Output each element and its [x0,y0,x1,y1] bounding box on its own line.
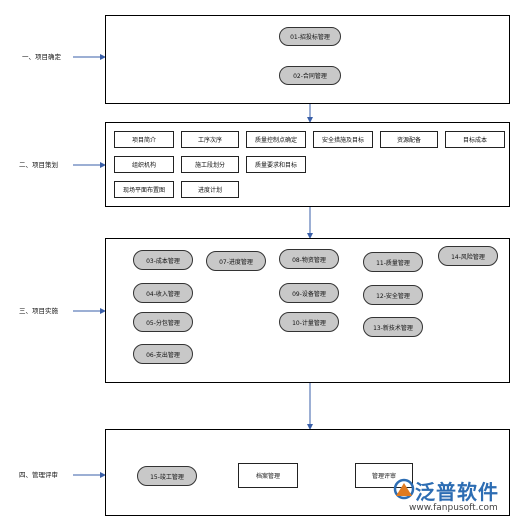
node-12-safety: 12-安全管理 [363,285,423,305]
plan-item: 资源配备 [380,131,438,148]
fanpu-logo: 泛普软件 www.fanpusoft.com [393,474,515,518]
node-11-quality: 11-质量管理 [363,252,423,272]
node-07-schedule: 07-进度管理 [206,251,266,271]
node-05-subcontract: 05-分包管理 [133,312,193,332]
node-02-contract: 02-合同管理 [279,66,341,85]
phase-label-3: 三、项目实施 [19,307,58,315]
phase-label-4: 四、管理评审 [19,471,58,479]
plan-item: 施工段划分 [181,156,239,173]
logo-emblem-icon [393,478,415,500]
plan-item: 质量控制点确定 [246,131,306,148]
node-04-income: 04-收入管理 [133,283,193,303]
logo-name: 泛普软件 [415,480,499,504]
node-14-risk: 14-风险管理 [438,246,498,266]
node-01-bidding: 01-招投标管理 [279,27,341,46]
node-08-materials: 08-物资管理 [279,249,339,269]
plan-item: 进度计划 [181,181,239,198]
node-03-cost: 03-成本管理 [133,250,193,270]
node-archive: 档案管理 [238,463,298,488]
phase-label-2: 二、项目策划 [19,161,58,169]
node-13-new-tech: 13-新技术管理 [363,317,423,337]
plan-item: 工序次序 [181,131,239,148]
plan-item: 目标成本 [445,131,505,148]
phase-label-1: 一、项目确定 [22,53,61,61]
plan-item: 现场平面布置图 [114,181,174,198]
plan-item: 组织机构 [114,156,174,173]
node-10-metering: 10-计量管理 [279,312,339,332]
node-15-completion: 15-竣工管理 [137,466,197,486]
node-06-expense: 06-支出管理 [133,344,193,364]
plan-item: 质量要求和目标 [246,156,306,173]
node-management-review: 管理评审 [355,463,413,488]
logo-url: www.fanpusoft.com [409,503,498,513]
node-09-equipment: 09-设备管理 [279,283,339,303]
plan-item: 项目简介 [114,131,174,148]
plan-item: 安全措施及目标 [313,131,373,148]
